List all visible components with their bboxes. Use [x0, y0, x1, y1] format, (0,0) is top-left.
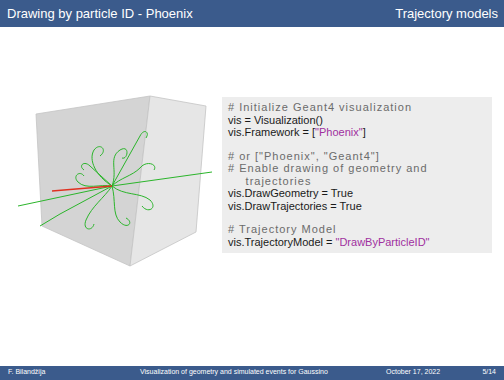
- footer-date: October 17, 2022: [386, 368, 440, 375]
- footer-talk-title: Visualization of geometry and simulated …: [140, 368, 328, 375]
- code-line: vis.DrawTrajectories = True: [228, 200, 476, 213]
- footer-page: 5/14: [482, 368, 496, 375]
- box-face: [130, 96, 206, 266]
- particle-track: [52, 186, 112, 191]
- slide-title: Drawing by particle ID - Phoenix: [7, 6, 193, 21]
- code-comment: # Initialize Geant4 visualization: [228, 101, 461, 114]
- code-comment: # Trajectory Model: [228, 223, 461, 236]
- code-comment: # or ["Phoenix", "Geant4"]: [228, 150, 461, 163]
- section-title: Trajectory models: [395, 6, 498, 21]
- code-line: vis.DrawGeometry = True: [228, 187, 476, 200]
- code-comment: # Enable drawing of geometry and traject…: [228, 162, 461, 187]
- footer-author: F. Bilandžija: [8, 368, 45, 375]
- code-line: vis.Framework = ["Phoenix"]: [228, 126, 476, 139]
- code-line: vis.TrajectoryModel = "DrawByParticleID": [228, 236, 476, 249]
- code-line: vis = Visualization(): [228, 114, 476, 127]
- trajectories: [18, 132, 212, 229]
- code-block: # Initialize Geant4 visualizationvis = V…: [222, 97, 492, 253]
